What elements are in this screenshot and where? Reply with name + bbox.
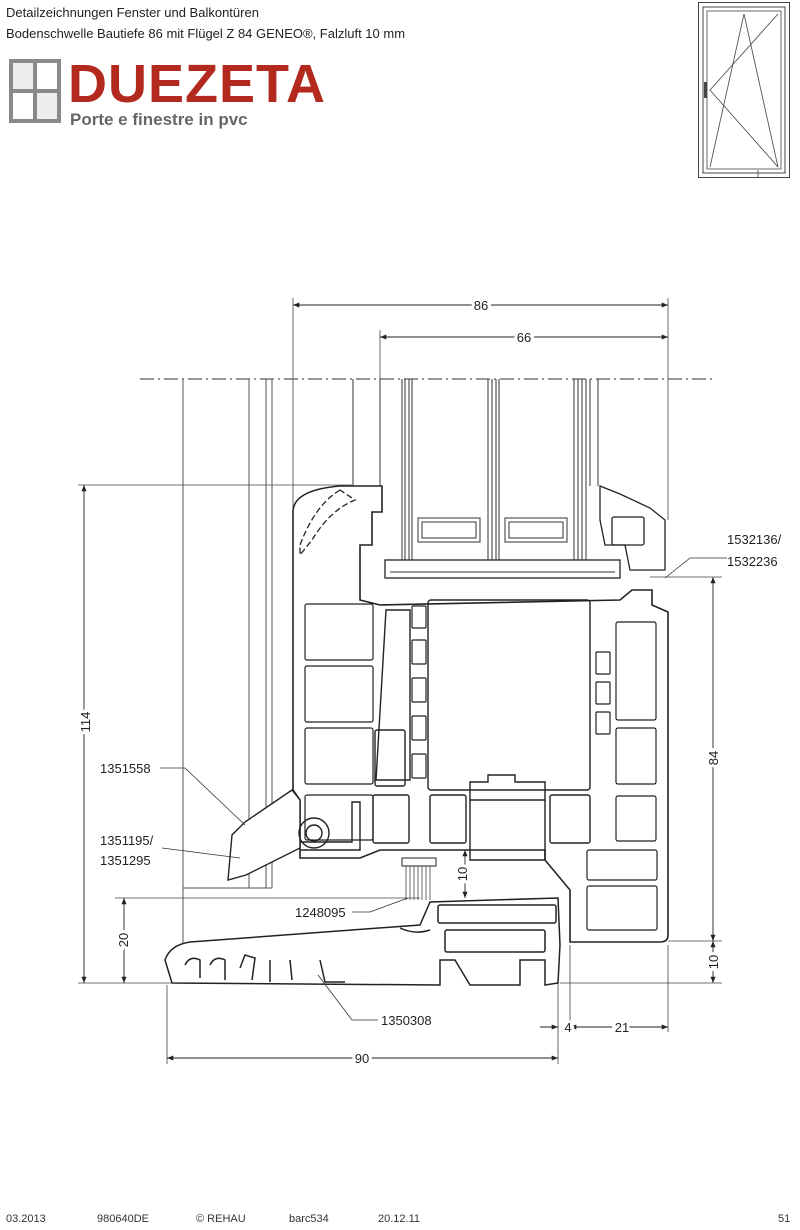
sash-profile (372, 599, 591, 861)
frame-profile (292, 485, 669, 943)
brand-tagline: Porte e finestre in pvc (70, 110, 248, 129)
glazing-bead (299, 485, 666, 571)
part-label-1351195: 1351195/ (100, 833, 154, 848)
dim-20: 20 (116, 933, 131, 947)
footer-doc-number: 980640DE (97, 1213, 149, 1225)
dim-21: 21 (615, 1020, 629, 1035)
window-logo-icon (9, 59, 61, 123)
dim-10-left: 10 (455, 867, 470, 881)
dim-4: 4 (564, 1020, 571, 1035)
brush-seal (401, 857, 437, 900)
part-label-1248095: 1248095 (295, 905, 346, 920)
drawing-title-line2: Bodenschwelle Bautiefe 86 mit Flügel Z 8… (6, 26, 406, 41)
duezeta-logo: DUEZETA Porte e finestre in pvc (8, 54, 388, 130)
part-label-1351295: 1351295 (100, 853, 151, 868)
part-label-1532236: 1532236 (727, 554, 778, 569)
tilt-turn-window-icon (698, 2, 790, 178)
insulated-glass-unit (352, 379, 621, 579)
extension-lines (78, 298, 722, 1064)
footer-revision-date: 20.12.11 (378, 1213, 421, 1225)
dim-114: 114 (78, 712, 93, 733)
footer-code: barc534 (289, 1213, 329, 1225)
part-label-1350308: 1350308 (381, 1013, 432, 1028)
part-label-1351558: 1351558 (100, 761, 151, 776)
footer-date: 03.2013 (6, 1213, 46, 1225)
leader-lines (160, 557, 727, 1021)
footer-copyright: © REHAU (196, 1213, 246, 1225)
dim-86: 86 (474, 298, 488, 313)
dim-84: 84 (706, 751, 721, 765)
frame-chambers (304, 603, 658, 931)
part-label-1532136: 1532136/ (727, 532, 782, 547)
dim-90: 90 (355, 1051, 369, 1066)
dim-10-right: 10 (706, 955, 721, 969)
wall-reveal (182, 379, 273, 945)
brand-name: DUEZETA (68, 54, 326, 114)
threshold-base (164, 897, 561, 986)
dim-66: 66 (517, 330, 531, 345)
inner-cover-profile (227, 789, 361, 881)
footer-page-number: 51 (778, 1213, 791, 1225)
drawing-title-line1: Detailzeichnungen Fenster und Balkontüre… (6, 5, 259, 20)
dimension-lines (81, 302, 716, 1061)
